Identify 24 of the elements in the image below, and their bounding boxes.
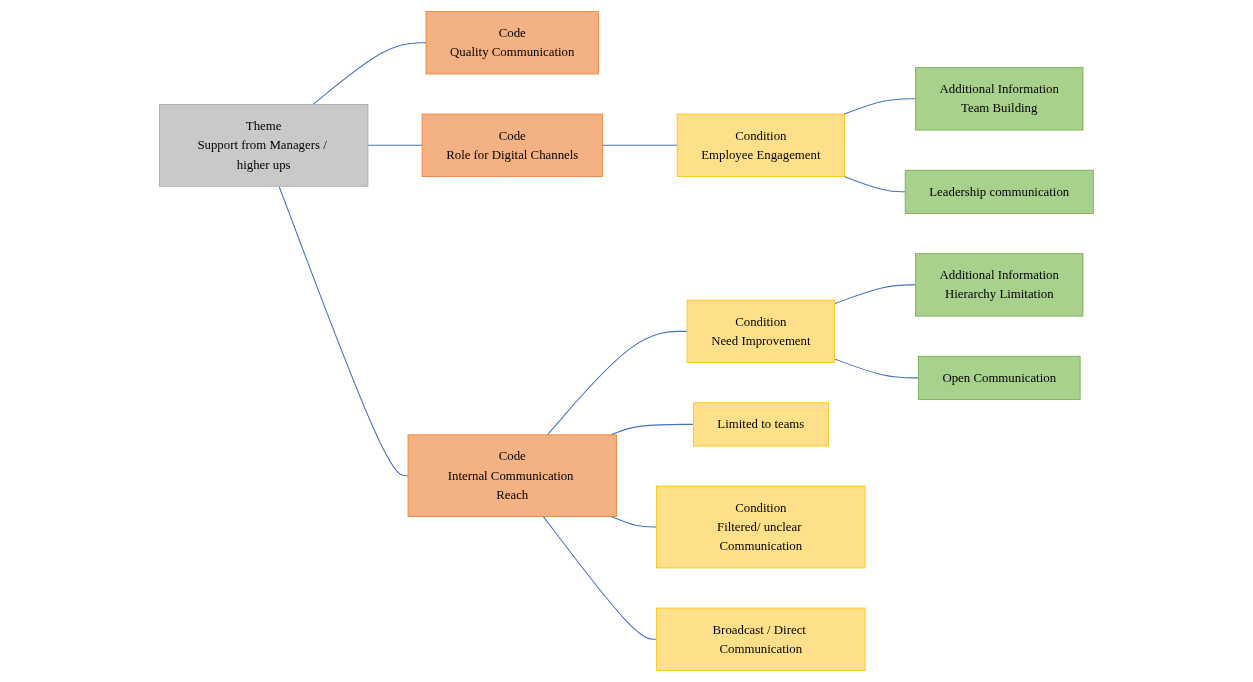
- connector: [610, 516, 658, 528]
- node-box: Leadership communication: [904, 169, 1094, 214]
- connector: [312, 42, 427, 105]
- connector: [542, 516, 658, 640]
- node-box: Code Quality Communication: [425, 11, 599, 75]
- node-box: Condition Need Improvement: [686, 299, 836, 364]
- node-box: Code Role for Digital Channels: [421, 113, 603, 177]
- node-box: Additional Information Team Building: [915, 67, 1084, 131]
- connector: [834, 284, 917, 305]
- node-box: Limited to teams: [693, 402, 829, 447]
- connector: [547, 330, 688, 436]
- connector: [844, 98, 917, 115]
- node-box: Code Internal Communication Reach: [407, 434, 618, 517]
- connector: [367, 144, 423, 146]
- connector: [834, 358, 919, 379]
- node-box: Condition Filtered/ unclear Communication: [656, 485, 866, 569]
- node-box: Open Communication: [918, 355, 1081, 400]
- connector: [844, 176, 906, 193]
- connector: [602, 144, 678, 146]
- node-box: Additional Information Hierarchy Limitation: [915, 253, 1084, 317]
- node-box: Condition Employee Engagement: [676, 113, 846, 177]
- node-box: Theme Support from Managers / higher ups: [159, 104, 369, 187]
- connector: [278, 185, 409, 477]
- node-box: Broadcast / Direct Communication: [656, 607, 866, 671]
